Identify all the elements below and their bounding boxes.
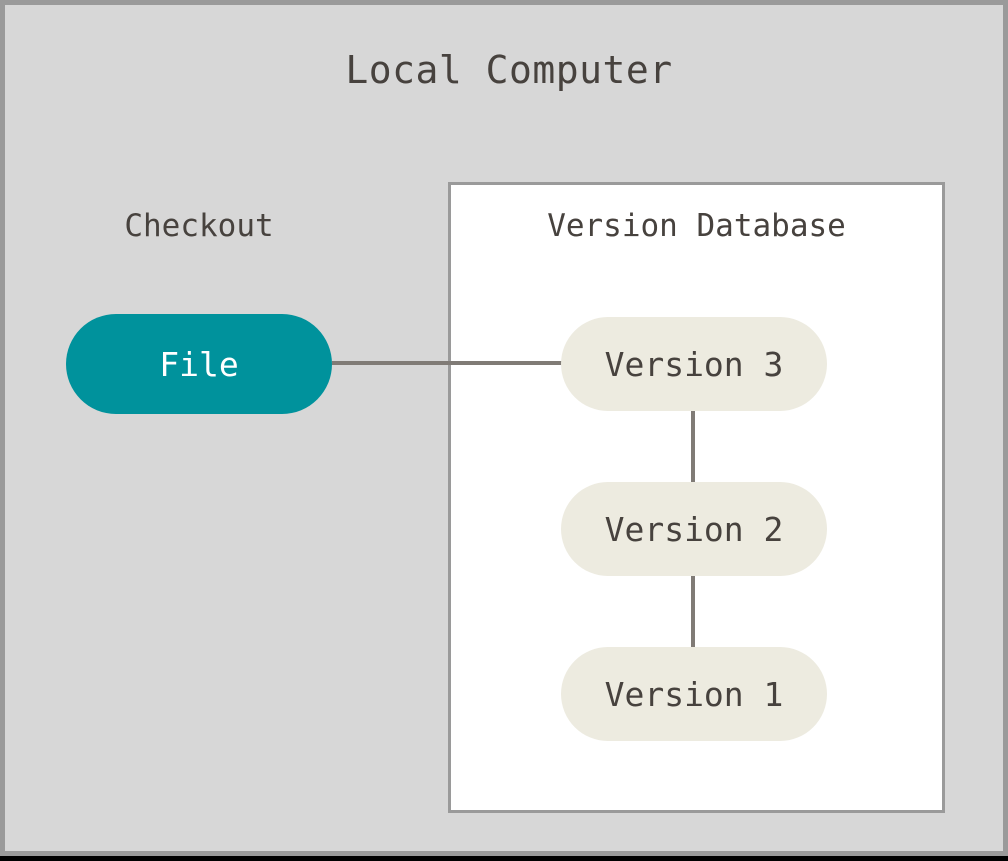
- connector-version3-to-version2: [691, 405, 695, 490]
- node-version-3[interactable]: Version 3: [561, 317, 827, 411]
- connector-version2-to-version1: [691, 570, 695, 655]
- version-database-title: Version Database: [547, 208, 846, 244]
- connector-file-to-version3: [332, 361, 568, 365]
- node-version-1[interactable]: Version 1: [561, 647, 827, 741]
- diagram-surface: Local Computer Checkout Version Database…: [5, 5, 1008, 861]
- page-title: Local Computer: [345, 48, 673, 92]
- node-version-2[interactable]: Version 2: [561, 482, 827, 576]
- checkout-label: Checkout: [124, 208, 274, 244]
- node-file[interactable]: File: [66, 314, 332, 414]
- bottom-black-strip: [0, 856, 1008, 861]
